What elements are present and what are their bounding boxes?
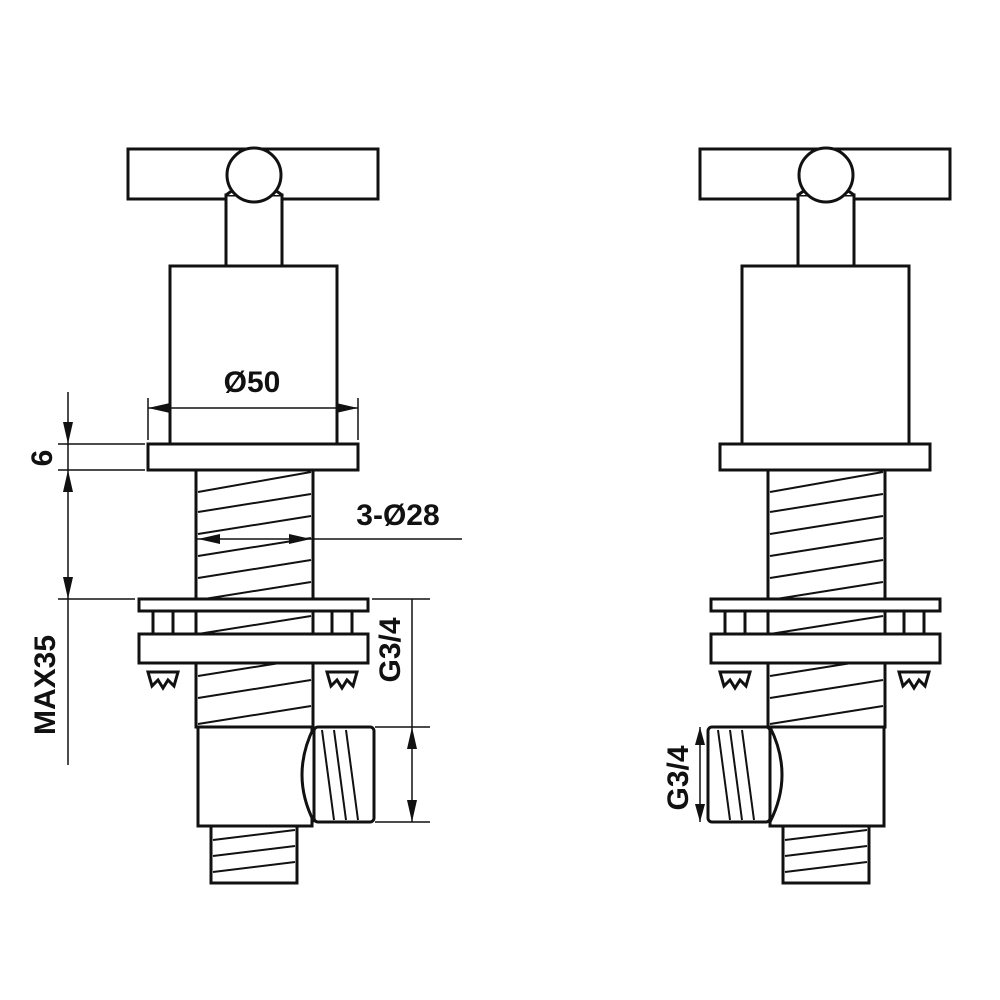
outlet-right bbox=[706, 725, 784, 824]
label-hole-3-28: 3-Ø28 bbox=[356, 499, 439, 532]
label-max35: MAX35 bbox=[29, 635, 62, 735]
dimension-arrows bbox=[63, 403, 705, 822]
label-thread-right: G3/4 bbox=[662, 745, 695, 810]
outlet-left bbox=[300, 725, 376, 824]
label-thread-left: G3/4 bbox=[374, 617, 407, 682]
label-flange-6: 6 bbox=[26, 450, 59, 467]
label-diameter-50: Ø50 bbox=[224, 366, 281, 399]
